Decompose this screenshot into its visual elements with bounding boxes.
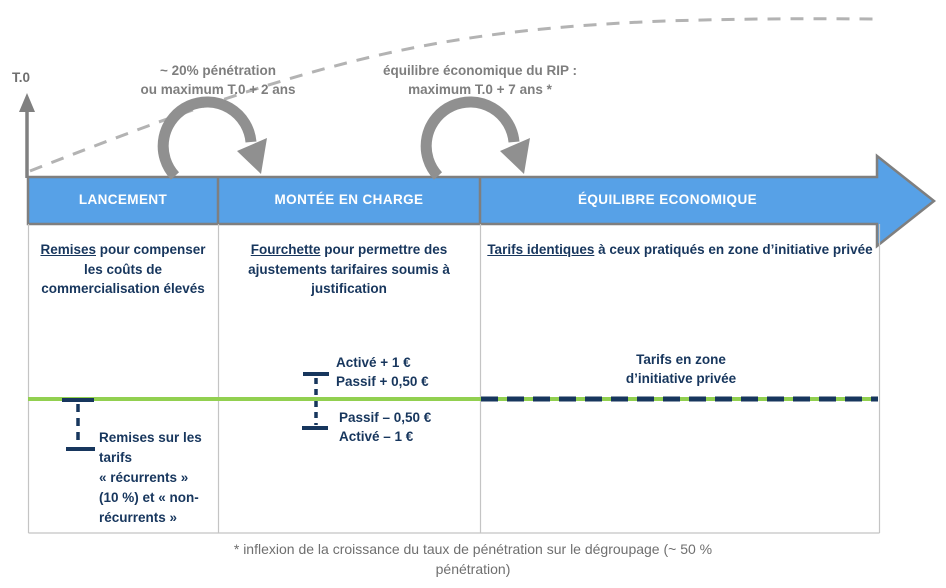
col3-heading-keyword: Tarifs identiques (487, 242, 595, 257)
col3-heading-rest: à ceux pratiqués en zone d’initiative pr… (594, 242, 873, 257)
col1-heading-keyword: Remises (40, 242, 96, 257)
col1-heading-rest: pour compenser les coûts de commercialis… (41, 242, 206, 296)
time-axis-arrowhead-icon (19, 93, 35, 112)
phase-transition-arrow-1 (157, 96, 257, 180)
annotation-phase1-trigger: ~ 20% pénétration ou maximum T.0 + 2 ans (140, 63, 296, 97)
col2-heading-keyword: Fourchette (250, 242, 321, 257)
col3-heading: Tarifs identiques à ceux pratiqués en zo… (484, 240, 876, 260)
footnote: * inflexion de la croissance du taux de … (233, 541, 713, 577)
phase-transition-arrowhead-2-icon (500, 138, 530, 174)
phase-transition-arrowhead-1-icon (237, 138, 267, 174)
annotation-phase2-trigger: équilibre économique du RIP : maximum T.… (382, 63, 578, 97)
phase-label-montee-en-charge: MONTÉE EN CHARGE (274, 192, 424, 207)
t0-axis-label: T.0 (12, 70, 31, 85)
private-zone-line-label: Tarifs en zone d’initiative privée (625, 352, 737, 386)
col2-heading-rest: pour permettre des ajustements tarifaire… (248, 242, 450, 296)
phase-transition-arrow-2 (420, 96, 520, 180)
recurring-discount-note: Remises sur les tarifs « récurrents » (1… (99, 430, 202, 525)
phase-label-equilibre-economique: ÉQUILIBRE ECONOMIQUE (577, 192, 757, 207)
phase-table-grid (27, 224, 881, 534)
penetration-growth-curve (29, 17, 878, 173)
upper-range-labels: Activé + 1 € Passif + 0,50 € (336, 355, 429, 389)
phase-label-lancement: LANCEMENT (78, 192, 168, 207)
lower-range-labels: Passif – 0,50 € Activé – 1 € (339, 410, 432, 444)
col2-heading: Fourchette pour permettre des ajustement… (221, 240, 477, 299)
col1-heading: Remises pour compenser les coûts de comm… (30, 240, 216, 299)
